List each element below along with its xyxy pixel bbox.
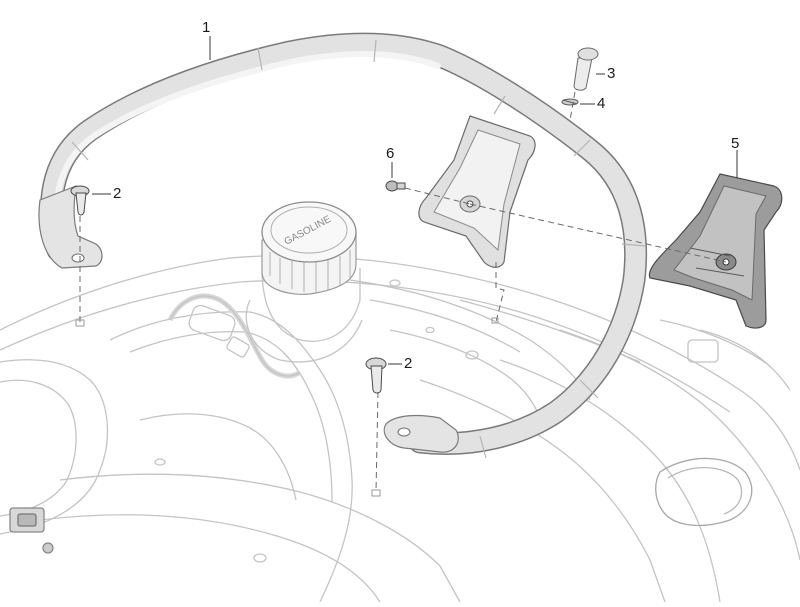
screw-part-lower [365,357,387,394]
scooter-body-background [0,254,800,603]
callout-2-lower: 2 [404,355,413,372]
callout-4: 4 [597,95,606,112]
callout-6: 6 [386,145,395,162]
callout-5: 5 [731,135,740,152]
callout-leaders [92,36,738,365]
callout-2-upper: 2 [113,185,122,202]
callout-1: 1 [202,19,211,36]
fuel-cap: GASOLINE [261,201,357,295]
mount-points [75,317,499,497]
assembly-guide-lines [79,91,727,493]
screw-part-upper [70,185,90,216]
left-rail-cover-part [418,115,536,268]
right-rail-cover-part [648,173,783,329]
small-screw-part [385,180,406,192]
washer-part [561,98,579,106]
bolt-part [573,47,599,91]
callout-3: 3 [607,65,616,82]
grab-rail-part [38,32,648,459]
